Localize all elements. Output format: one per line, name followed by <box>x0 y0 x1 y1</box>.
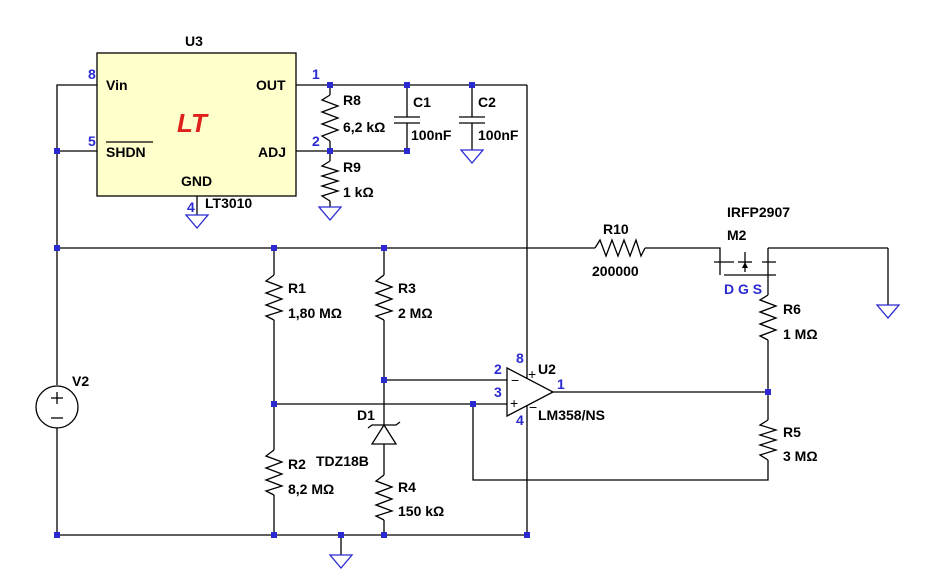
d1-part: TDZ18B <box>316 453 369 469</box>
resistor-r4[interactable]: R4 150 kΩ <box>374 474 444 521</box>
opamp-minus: − <box>511 372 519 388</box>
u2-pin8-num: 8 <box>516 350 524 366</box>
opamp-u2[interactable]: − + + − U2 LM358/NS 2 3 1 8 4 <box>494 350 605 428</box>
r1-ref: R1 <box>288 280 306 296</box>
opamp-vpos-plus: + <box>528 366 536 382</box>
r9-value: 1 kΩ <box>343 184 374 200</box>
u3-ref: U3 <box>185 33 203 49</box>
resistor-r3[interactable]: R3 2 MΩ <box>374 274 433 321</box>
r4-value: 150 kΩ <box>398 503 444 519</box>
d1-ref: D1 <box>357 407 375 423</box>
c1-value: 100nF <box>411 127 452 143</box>
resistor-r2[interactable]: R2 8,2 MΩ <box>264 449 334 497</box>
capacitor-c2[interactable]: C2 100nF <box>459 94 519 143</box>
m2-ref: M2 <box>727 227 747 243</box>
r4-ref: R4 <box>398 479 416 495</box>
r1-value: 1,80 MΩ <box>288 305 342 321</box>
u3-regulator[interactable]: U3 Vin SHDN GND OUT ADJ LT LT3010 8 5 4 … <box>88 33 320 215</box>
u3-pin-adj: ADJ <box>258 144 286 160</box>
r2-value: 8,2 MΩ <box>288 481 334 497</box>
u2-pin1-num: 1 <box>557 376 565 392</box>
resistor-r1[interactable]: R1 1,80 MΩ <box>264 274 342 321</box>
u3-pin-gnd: GND <box>181 173 212 189</box>
v2-ref: V2 <box>72 373 89 389</box>
zener-diode-d1[interactable]: D1 TDZ18B <box>316 407 401 469</box>
ground-icon <box>328 554 354 570</box>
ground-symbols <box>184 149 901 570</box>
u3-pin-out: OUT <box>256 77 286 93</box>
r3-value: 2 MΩ <box>398 305 433 321</box>
u2-pin3-num: 3 <box>494 384 502 400</box>
u3-pin2-num: 2 <box>312 133 320 149</box>
r2-ref: R2 <box>288 456 306 472</box>
u3-pin-vin: Vin <box>106 77 128 93</box>
mosfet-m2[interactable]: IRFP2907 M2 D G S <box>665 204 790 297</box>
r8-ref: R8 <box>343 92 361 108</box>
r5-ref: R5 <box>783 424 801 440</box>
u3-pin1-num: 1 <box>312 66 320 82</box>
u3-pin5-num: 5 <box>88 133 96 149</box>
u2-part: LM358/NS <box>538 407 605 423</box>
u3-pin8-num: 8 <box>88 66 96 82</box>
c1-ref: C1 <box>413 94 431 110</box>
u2-pin2-num: 2 <box>494 361 502 377</box>
r9-ref: R9 <box>343 159 361 175</box>
ground-icon <box>317 206 343 222</box>
m2-pins: D G S <box>724 281 762 297</box>
c2-ref: C2 <box>478 94 496 110</box>
voltage-source-v2[interactable]: V2 <box>35 373 89 429</box>
opamp-plus: + <box>510 395 518 411</box>
u3-part: LT3010 <box>205 195 252 211</box>
u3-body <box>96 52 297 197</box>
u2-ref: U2 <box>538 361 556 377</box>
u3-pin-shdn: SHDN <box>106 144 146 160</box>
r6-ref: R6 <box>783 301 801 317</box>
ground-icon <box>184 214 210 230</box>
c2-value: 100nF <box>478 127 519 143</box>
r10-ref: R10 <box>603 221 629 237</box>
r6-value: 1 MΩ <box>783 326 818 342</box>
ground-icon <box>875 304 901 320</box>
resistor-r8[interactable]: R8 6,2 kΩ <box>320 92 385 142</box>
resistor-r5[interactable]: R5 3 MΩ <box>757 419 818 464</box>
m2-part: IRFP2907 <box>727 204 790 220</box>
lt-logo: LT <box>177 108 209 138</box>
ground-icon <box>459 149 485 165</box>
resistor-r6[interactable]: R6 1 MΩ <box>758 294 818 342</box>
r10-value: 200000 <box>592 263 639 279</box>
resistor-r9[interactable]: R9 1 kΩ <box>319 159 374 202</box>
resistor-r10[interactable]: R10 200000 <box>592 221 646 279</box>
junctions <box>54 82 771 538</box>
u2-pin4-num: 4 <box>516 412 524 428</box>
capacitor-c1[interactable]: C1 100nF <box>394 94 452 143</box>
opamp-vneg-minus: − <box>529 399 537 415</box>
r5-value: 3 MΩ <box>783 448 818 464</box>
u3-pin4-num: 4 <box>187 199 195 215</box>
r8-value: 6,2 kΩ <box>343 119 385 135</box>
r3-ref: R3 <box>398 280 416 296</box>
wires <box>56 84 889 555</box>
